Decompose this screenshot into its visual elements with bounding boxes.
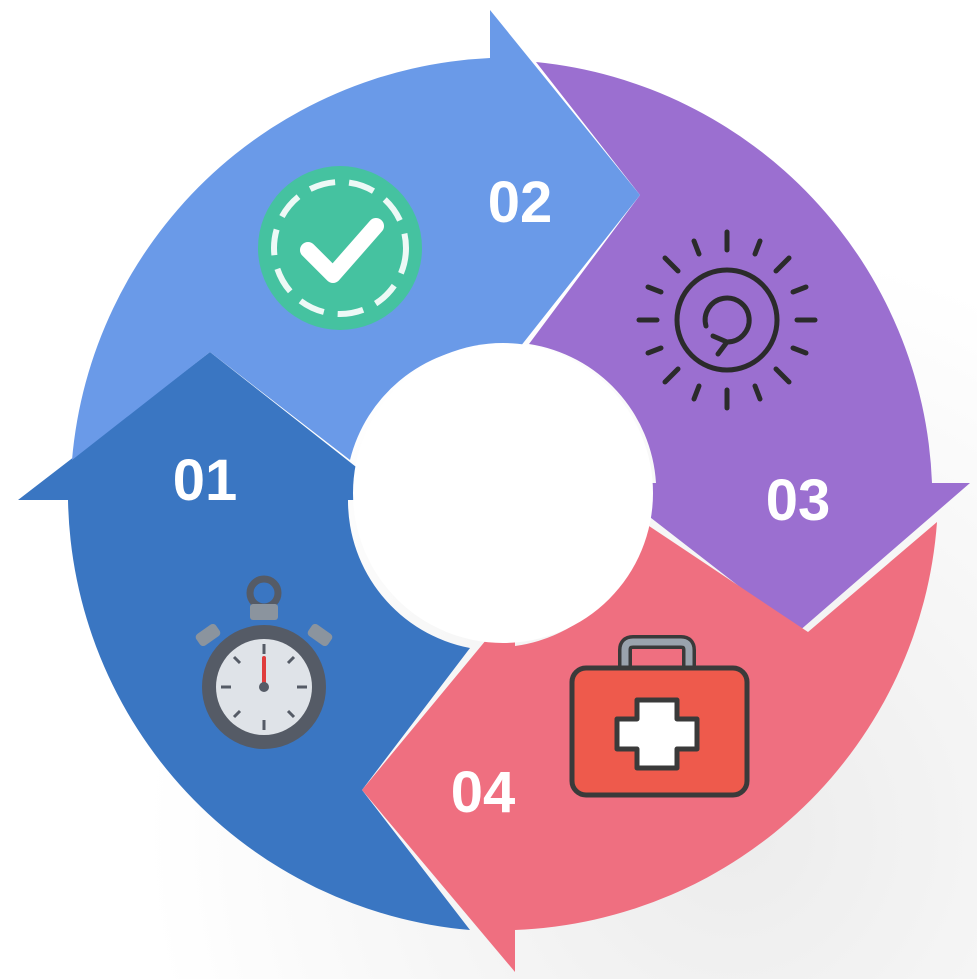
sun-refresh-icon <box>636 229 818 411</box>
step-04-label: 04 <box>451 760 516 825</box>
step-01-label: 01 <box>173 448 238 513</box>
center-hole <box>353 343 653 643</box>
first-aid-kit-icon <box>569 635 750 798</box>
step-03-label: 03 <box>766 468 831 533</box>
checkmark-badge-icon <box>258 166 422 330</box>
stopwatch-icon <box>195 575 333 749</box>
step-02-label: 02 <box>488 170 553 235</box>
